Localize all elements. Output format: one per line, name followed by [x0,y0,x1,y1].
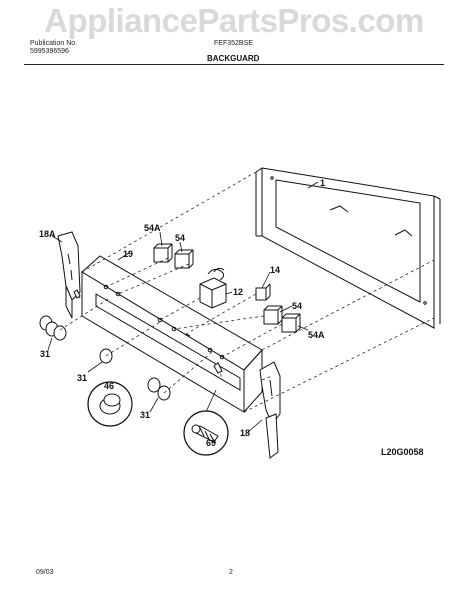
right-end-cap [259,361,281,459]
label-part-54a-top: 54A [144,223,161,233]
assembly-lines [59,171,435,413]
label-part-18: 18 [240,428,250,438]
callout-46 [87,381,133,427]
top-switches [153,243,194,269]
knobs [39,315,171,401]
section-title: BACKGUARD [207,54,260,63]
label-part-31-bottom: 31 [140,410,150,420]
label-part-1: 1 [320,178,325,188]
label-part-54-top: 54 [175,233,185,243]
rear-panel [255,167,441,329]
callout-69 [183,410,229,456]
footer-date: 09/03 [36,569,54,576]
leader-lines [47,181,319,433]
label-part-14: 14 [270,265,280,275]
label-part-54-right: 54 [292,301,302,311]
diagram-code: L20G0058 [381,447,424,457]
label-part-19: 19 [123,249,133,259]
right-switches [263,305,301,333]
left-end-cap [57,231,81,319]
publication-number: 5995396596 [30,48,69,55]
footer-page-number: 2 [229,569,233,576]
small-screws [73,289,223,374]
label-part-31-left: 31 [40,349,50,359]
label-part-18a: 18A [39,229,56,239]
label-part-12: 12 [233,287,243,297]
header-rule [24,64,444,65]
control-panel [81,255,263,413]
clock-timer [199,267,227,309]
label-part-54a-right: 54A [308,330,325,340]
watermark-text: AppliancePartsPros.com [44,2,424,39]
label-part-31-mid: 31 [77,373,87,383]
publication-label: Publication No. [30,40,78,47]
model-number: FEF352BSE [214,40,253,47]
label-part-69: 69 [206,438,216,448]
label-part-46: 46 [104,381,114,391]
